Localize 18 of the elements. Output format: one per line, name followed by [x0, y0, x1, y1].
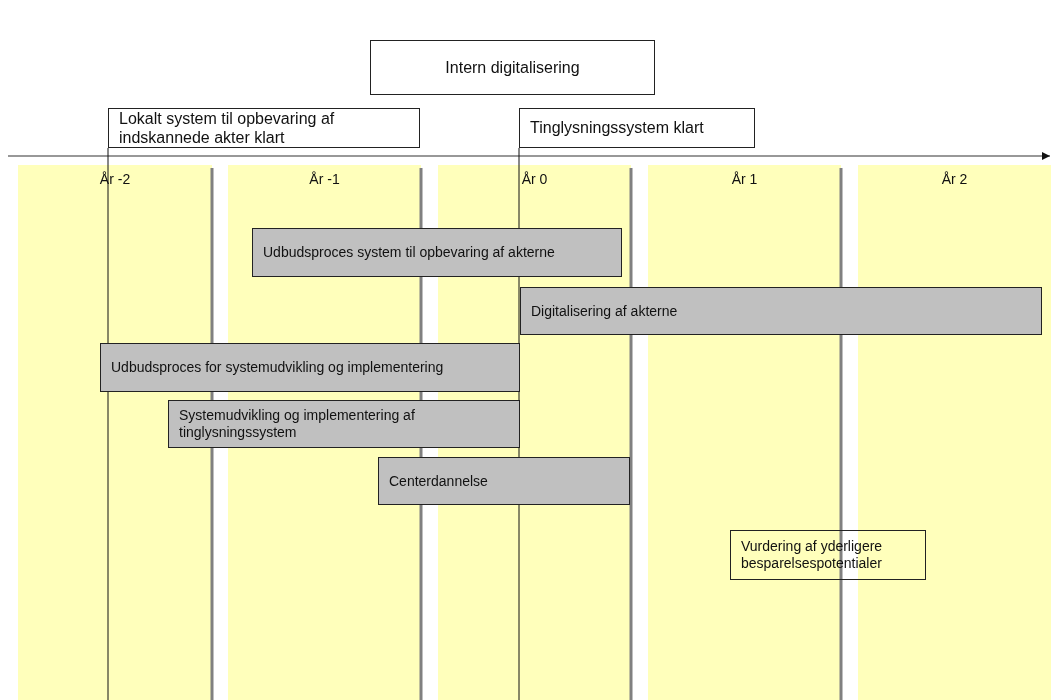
title-box — [370, 40, 655, 95]
milestone-label: Lokalt system til opbevaring af indskannede akter klart — [119, 108, 336, 148]
task-label: Vurdering af yderligere besparelsespotentialer — [741, 538, 884, 572]
task-bar — [168, 400, 520, 448]
task-bar — [252, 228, 622, 277]
task-box — [730, 530, 926, 580]
task-bar — [100, 343, 520, 392]
milestone-box — [108, 108, 420, 148]
task-label: Systemudvikling og implementering af tinglysningssystem — [179, 407, 416, 441]
milestone-label: Tinglysningssystem klart — [530, 118, 704, 138]
task-label: Udbudsproces for systemudvikling og implementering — [111, 359, 444, 376]
task-label: Centerdannelse — [389, 472, 488, 490]
task-bar — [378, 457, 630, 505]
task-label: Udbudsproces system til opbevaring af akterne — [263, 244, 555, 261]
task-bar — [520, 287, 1042, 335]
task-label: Digitalisering af akterne — [531, 302, 678, 320]
milestone-box — [519, 108, 755, 148]
title-text: Intern digitalisering — [445, 57, 580, 78]
